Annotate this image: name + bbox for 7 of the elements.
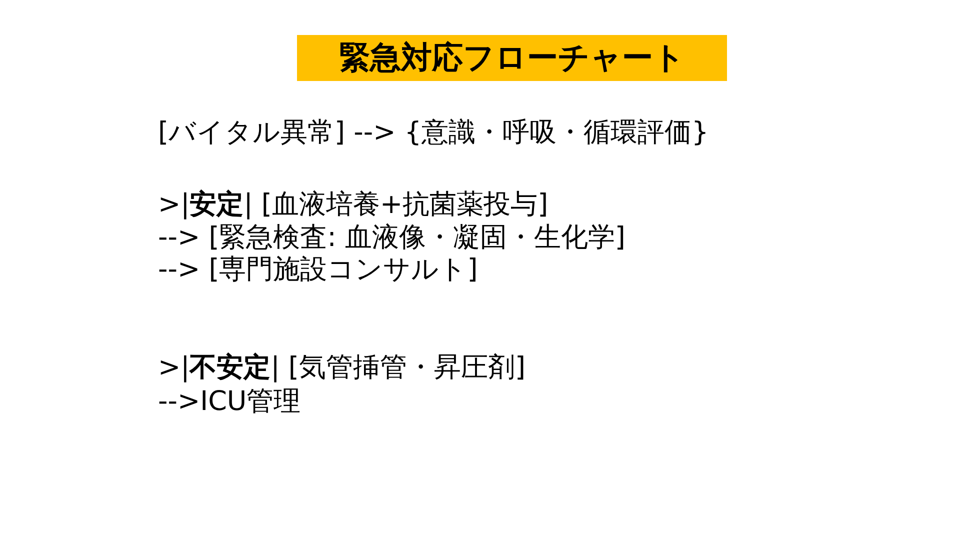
flow-text-line: --> [専門施設コンサルト] [158,254,478,286]
flow-text-line: -->ICU管理 [158,386,301,418]
flow-text-line: [バイタル異常] --> {意識・呼吸・循環評価} [158,117,709,149]
flow-text-line: --> [緊急検査: 血液像・凝固・生化学] [158,222,626,254]
flow-text-line: >|不安定| [気管挿管・昇圧剤] [158,352,526,384]
flow-text-line: >|安定| [血液培養+抗菌薬投与] [158,189,548,221]
title-banner: 緊急対応フローチャート [297,35,727,81]
